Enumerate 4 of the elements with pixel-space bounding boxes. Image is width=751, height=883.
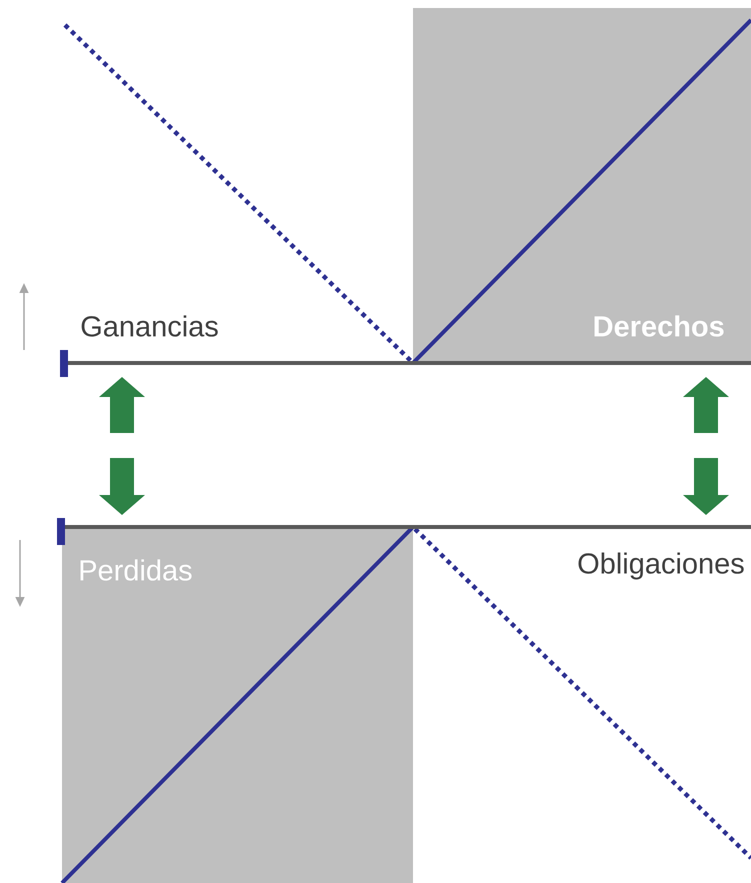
axis-label: Perdidas — [80, 559, 192, 581]
axis-label: Ganancias — [82, 315, 218, 337]
axis-label: Derechos — [594, 315, 724, 337]
axis-label: Obligaciones — [578, 552, 744, 580]
